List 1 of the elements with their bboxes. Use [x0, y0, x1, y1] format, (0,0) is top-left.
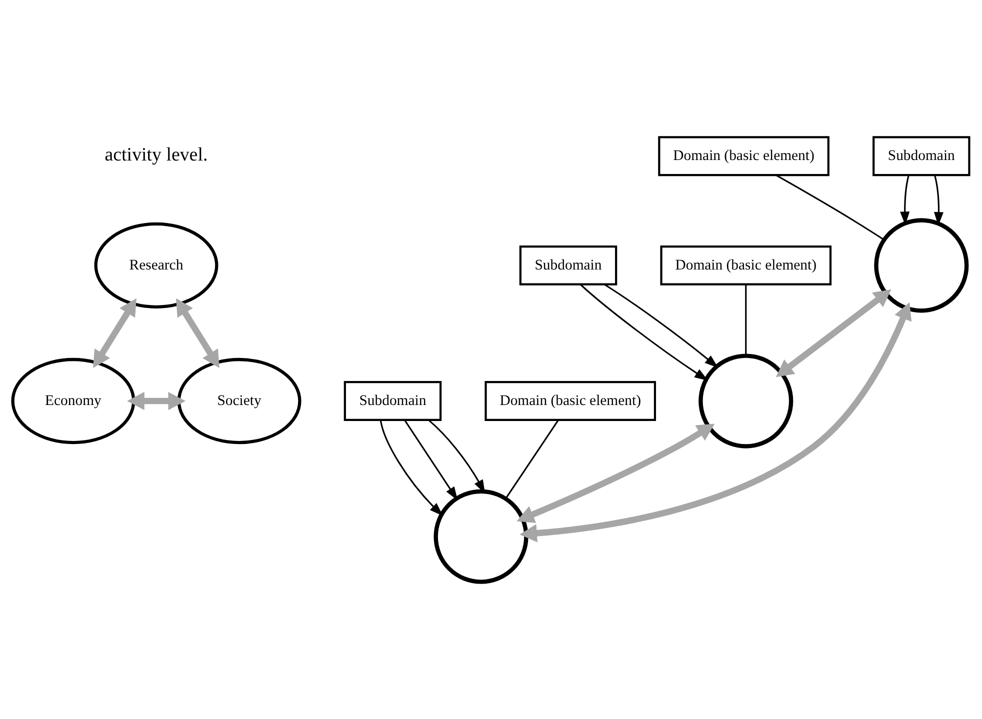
label: activity level. — [104, 144, 208, 166]
